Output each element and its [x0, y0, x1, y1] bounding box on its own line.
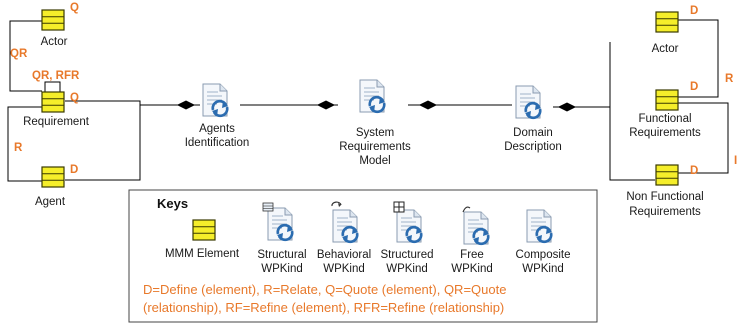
key-label-line2: WPKind [386, 263, 428, 275]
structural-wpkind-icon [262, 202, 293, 240]
agent-letter: D [70, 164, 78, 176]
workproduct-label-line1: Agents [199, 123, 235, 135]
key-label-line1: Free [460, 249, 484, 261]
actor-element[interactable] [41, 9, 65, 31]
key-label-line2: WPKind [522, 263, 564, 275]
relation-self-loop: QR, RFR [32, 70, 80, 82]
functional-letter: D [690, 81, 698, 93]
keys-box [128, 189, 598, 323]
requirement-label: Requirement [23, 116, 90, 128]
keys-legend-line2: (relationship), RF=Refine (element), RFR… [143, 300, 504, 315]
workproduct-label-line2: Identification [185, 137, 250, 149]
keys-legend: Keys MMM Element Structural WPKind [128, 189, 598, 323]
composite-wpkind-icon [203, 84, 228, 116]
nonfunctional-label-line1: Non Functional [626, 191, 703, 203]
key-structural-wpkind: Structural WPKind [257, 202, 307, 275]
key-label-line1: Structural [257, 249, 306, 261]
mmm-element-icon [192, 219, 216, 241]
keys-legend-line1: D=Define (element), R=Relate, Q=Quote (e… [143, 282, 506, 297]
functional-requirements-element[interactable] [655, 89, 679, 111]
functional-label-line1: Functional [638, 113, 691, 125]
key-structured-wpkind: Structured WPKind [380, 201, 434, 275]
free-wpkind-icon [462, 206, 489, 244]
key-label-line1: Structured [380, 249, 433, 261]
key-label-line1: MMM Element [165, 248, 240, 260]
key-label-line2: WPKind [261, 263, 303, 275]
relation-actor-requirement: QR [10, 48, 28, 60]
requirement-element[interactable] [41, 91, 65, 113]
right-actor-element[interactable] [655, 11, 679, 33]
left-connectors [7, 20, 178, 182]
right-actor-letter: D [690, 5, 698, 17]
nonfunctional-letter: D [690, 165, 698, 177]
key-label-line2: WPKind [323, 263, 365, 275]
relation-agent-requirement: R [14, 142, 23, 154]
actor-letter: Q [70, 2, 79, 14]
relation-functional-nonfunctional: I [734, 155, 737, 167]
key-free-wpkind: Free WPKind [451, 206, 493, 275]
workproduct-label-line2: Description [504, 141, 562, 153]
key-behavioral-wpkind: Behavioral WPKind [317, 201, 371, 275]
requirement-letter: Q [70, 92, 79, 104]
nonfunctional-label-line2: Requirements [629, 206, 701, 218]
agent-label: Agent [35, 196, 66, 208]
workproduct-domain-description[interactable]: Domain Description [504, 86, 562, 153]
workproduct-label-line3: Model [359, 155, 390, 167]
actor-label: Actor [41, 36, 68, 48]
agent-element[interactable] [41, 166, 65, 188]
left-model: Q Actor QR QR, RFR R Q Requirement D Age… [7, 2, 178, 208]
workproduct-label-line1: System [356, 127, 394, 139]
key-label-line2: WPKind [451, 263, 493, 275]
right-model: D Actor R D Functional Requirements I D … [609, 5, 737, 218]
workproduct-flow: Agents Identification System Requirement… [176, 80, 610, 167]
behavioral-wpkind-icon [331, 201, 358, 242]
relation-actor-functional: R [725, 73, 734, 85]
workproduct-label-line1: Domain [513, 127, 553, 139]
key-label-line1: Behavioral [317, 249, 371, 261]
key-composite-wpkind: Composite WPKind [516, 210, 571, 275]
workproduct-system-requirements-model[interactable]: System Requirements Model [339, 80, 411, 167]
flow-connectors [176, 100, 610, 112]
key-label-line1: Composite [516, 249, 571, 261]
right-connectors [609, 19, 729, 181]
composite-wpkind-icon [360, 80, 385, 112]
workproduct-agents-identification[interactable]: Agents Identification [185, 84, 250, 149]
non-functional-requirements-element[interactable] [655, 164, 679, 186]
right-actor-label-line1: Actor [652, 43, 679, 55]
workproduct-label-line2: Requirements [339, 141, 411, 153]
composite-wpkind-icon [516, 86, 541, 118]
keys-title: Keys [157, 196, 188, 211]
composite-wpkind-icon [527, 210, 552, 242]
key-mmm-element: MMM Element [165, 219, 240, 260]
functional-label-line2: Requirements [629, 127, 701, 139]
structured-wpkind-icon [393, 201, 422, 242]
